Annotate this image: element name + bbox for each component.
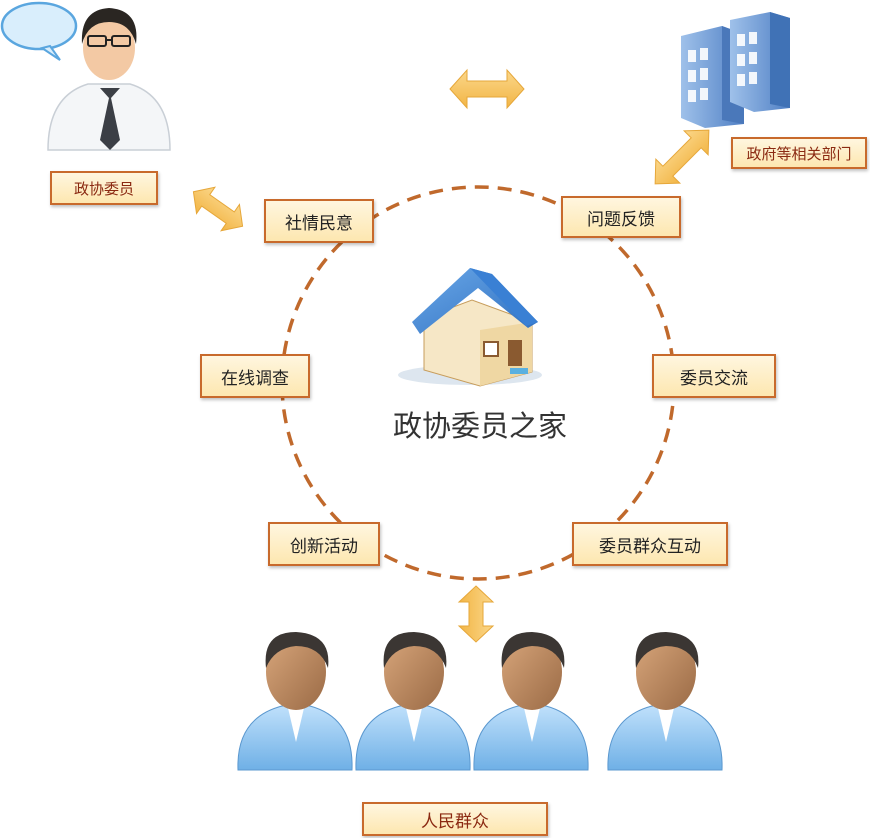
node-sheqing-minyi[interactable]: 社情民意 <box>264 199 374 243</box>
node-chuangxin-huodong[interactable]: 创新活动 <box>268 522 380 566</box>
government-label: 政府等相关部门 <box>731 137 867 169</box>
speech-bubble-icon <box>0 1 78 61</box>
double-arrow-government <box>654 129 710 185</box>
house-icon <box>398 268 542 387</box>
businessman-icon <box>47 8 171 151</box>
node-weiyuan-jiaoliu[interactable]: 委员交流 <box>652 354 776 398</box>
node-wenti-fankui[interactable]: 问题反馈 <box>561 196 681 238</box>
member-label: 政协委员 <box>50 171 158 205</box>
public-label: 人民群众 <box>362 802 548 836</box>
node-zaixian-diaocha[interactable]: 在线调查 <box>200 354 310 398</box>
double-arrow-top <box>449 68 525 110</box>
office-building-icon <box>681 12 790 128</box>
people-group-icon <box>237 632 723 771</box>
center-title: 政协委员之家 <box>392 409 567 443</box>
double-arrow-public <box>457 585 495 643</box>
double-arrow-member <box>192 186 244 232</box>
node-weiyuan-qunzhong-hudong[interactable]: 委员群众互动 <box>572 522 728 566</box>
